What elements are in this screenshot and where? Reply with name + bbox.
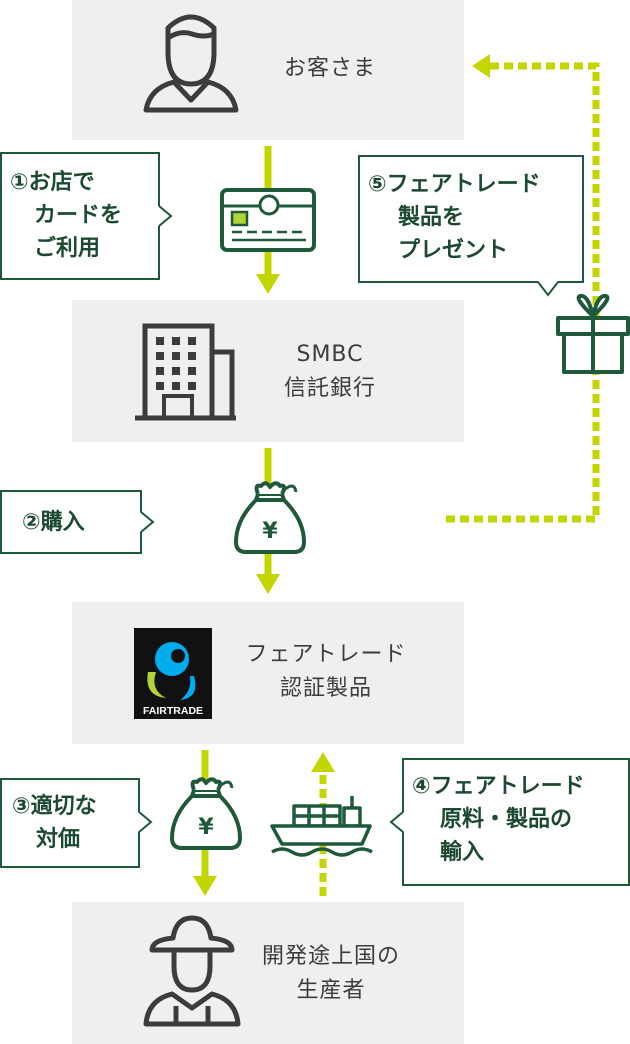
step3-line: 対価: [36, 827, 81, 852]
step5-line: プレゼント: [398, 238, 509, 263]
producer-label: 開発途上国の 生産者: [236, 940, 426, 1008]
producer-label-line: 生産者: [296, 978, 366, 1003]
step5-pointer: [537, 281, 559, 297]
money-bag-icon: ¥: [170, 777, 242, 850]
step5-line: ⑤フェアトレード: [368, 172, 541, 197]
fairtrade-logo: FAIRTRADE ®: [134, 628, 212, 719]
credit-card-icon: [220, 188, 316, 252]
farmer-icon: [143, 915, 241, 1027]
product-label: フェアトレード 認証製品: [226, 638, 426, 706]
step1-line: ①お店で: [10, 170, 95, 195]
customer-label-text: お客さま: [283, 56, 376, 81]
step2-text: ②購入: [22, 506, 85, 539]
producer-label-line: 開発途上国の: [261, 944, 400, 969]
yen-symbol: ¥: [262, 519, 278, 544]
gift-icon: [556, 293, 630, 374]
step4-text: ④フェアトレード 原料・製品の 輸入: [412, 770, 585, 869]
fairtrade-logo-text: FAIRTRADE: [143, 705, 203, 717]
step4-callout: [402, 758, 630, 886]
step5-line: 製品を: [398, 205, 465, 230]
step1-text: ①お店で カードを ご利用: [10, 166, 122, 265]
step5-text: ⑤フェアトレード 製品を プレゼント: [368, 168, 541, 267]
step2-callout: [0, 490, 142, 554]
product-label-line: 認証製品: [279, 676, 372, 701]
product-label-line: フェアトレード: [245, 642, 407, 667]
step3-text: ③適切な 対価: [12, 790, 97, 856]
customer-label: お客さま: [240, 52, 420, 86]
registered-mark: ®: [203, 632, 211, 643]
step4-pointer: [389, 811, 404, 833]
step4-line: ④フェアトレード: [412, 774, 585, 799]
cargo-ship-icon: [270, 796, 373, 857]
bank-label: SMBC 信託銀行: [240, 338, 420, 406]
step3-pointer: [138, 811, 153, 833]
step1-line: ご利用: [34, 236, 101, 261]
bank-label-line: 信託銀行: [283, 376, 376, 401]
step2-line: ②購入: [22, 510, 85, 535]
money-bag-icon: ¥: [234, 481, 306, 554]
step3-line: ③適切な: [12, 794, 97, 819]
step1-line: カードを: [34, 203, 123, 228]
step2-pointer: [140, 511, 155, 533]
customer-person-icon: [143, 14, 239, 113]
customer-box: [72, 0, 464, 140]
step3-callout: [0, 778, 140, 868]
step5-callout: [358, 155, 584, 283]
step1-pointer: [158, 205, 173, 227]
step1-callout: [0, 152, 160, 280]
producer-box: [72, 902, 464, 1044]
yen-symbol: ¥: [198, 815, 214, 840]
bank-label-line: SMBC: [296, 342, 364, 367]
step4-line: 原料・製品の: [440, 807, 573, 832]
building-icon: [135, 323, 236, 421]
step4-line: 輸入: [440, 840, 485, 865]
arrow-gift-to-customer: [446, 54, 600, 523]
